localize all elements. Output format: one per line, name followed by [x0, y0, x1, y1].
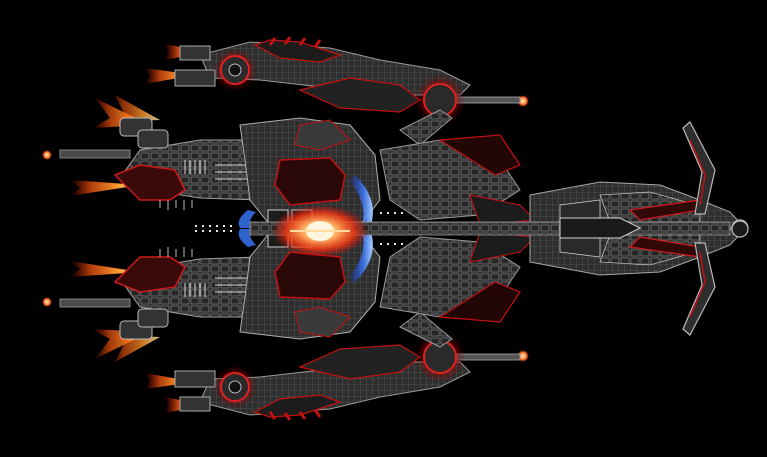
centerline-spine	[249, 217, 731, 239]
ship-upper-half	[42, 36, 749, 237]
upper-wing-arm	[174, 36, 521, 146]
rear-hull-upper	[529, 121, 749, 237]
reactor-core	[272, 205, 368, 257]
ship-lower-half	[40, 219, 750, 422]
dot-lights-upper	[195, 212, 403, 227]
neck-section-upper	[379, 134, 537, 226]
